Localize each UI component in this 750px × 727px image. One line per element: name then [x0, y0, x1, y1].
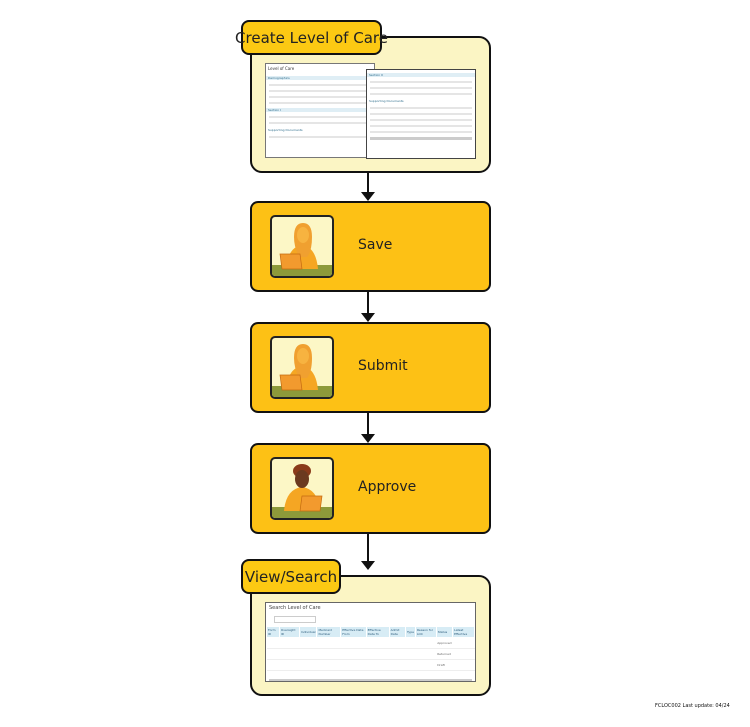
create-screenshot-overlay: Section II Supporting Documents — [366, 69, 476, 159]
arrow-head — [361, 434, 375, 443]
woman-at-laptop-icon — [270, 336, 334, 399]
approve-step: Approve — [250, 443, 491, 534]
woman-at-laptop-icon — [270, 215, 334, 278]
woman-at-laptop-icon — [270, 457, 334, 520]
arrow-head — [361, 561, 375, 570]
save-step: Save — [250, 201, 491, 292]
view-search-label: View/Search — [241, 559, 341, 594]
arrow-line — [367, 534, 369, 562]
arrow-line — [367, 413, 369, 435]
section-bar: Demographics — [266, 76, 374, 80]
section-bar: Section II — [367, 73, 475, 77]
create-label: Create Level of Care — [235, 20, 388, 55]
create-screenshot-main: Level of Care Demographics Section I Sup… — [265, 63, 375, 158]
arrow-head — [361, 192, 375, 201]
submit-label: Submit — [358, 358, 408, 374]
arrow-line — [367, 173, 369, 193]
section-bar: Section I — [266, 108, 374, 112]
section-label: Supporting Documents — [369, 99, 404, 103]
submit-step: Submit — [250, 322, 491, 413]
screenshot-title: Search Level of Care — [269, 605, 321, 611]
section-label: Supporting Documents — [268, 128, 303, 132]
arrow-line — [367, 292, 369, 314]
screenshot-title: Level of Care — [268, 66, 295, 71]
approve-label: Approve — [358, 479, 417, 495]
save-label: Save — [358, 237, 393, 253]
footer-revision: FCLOC002 Last update: 04/24 — [655, 703, 730, 709]
arrow-head — [361, 313, 375, 322]
